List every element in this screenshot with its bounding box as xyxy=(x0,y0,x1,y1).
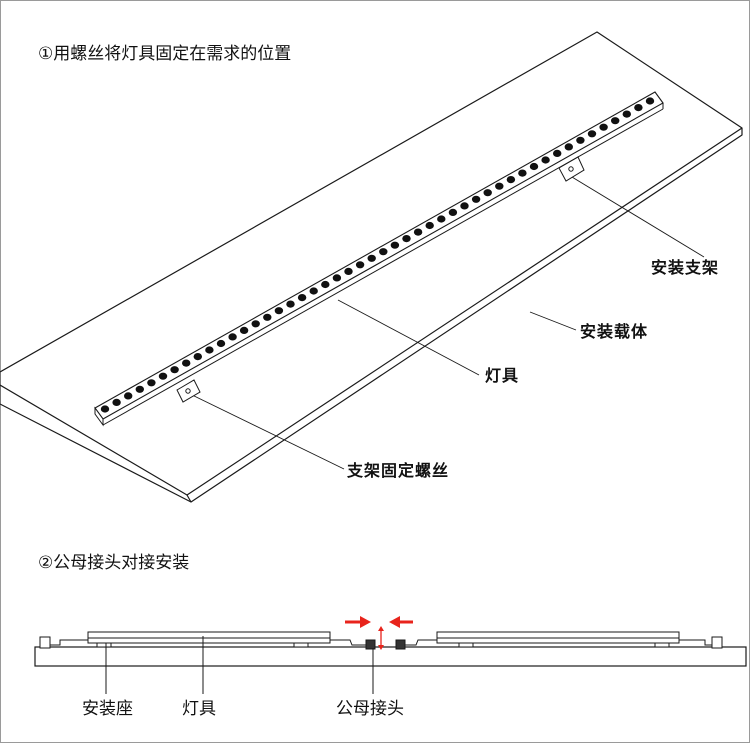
led-dot xyxy=(483,189,492,197)
side-view-base xyxy=(34,646,747,667)
led-dot xyxy=(587,130,597,138)
label-connector: 公母接头 xyxy=(336,699,404,719)
led-dot xyxy=(425,221,434,230)
led-dot xyxy=(506,176,516,184)
mounting-bracket-left xyxy=(176,379,201,403)
led-dot xyxy=(645,97,655,105)
led-dot xyxy=(274,307,284,315)
led-dot xyxy=(379,248,388,256)
board-corner-edge xyxy=(186,494,192,503)
led-dot xyxy=(448,208,458,216)
female-connector-icon xyxy=(395,639,406,650)
step1-title: ①用螺丝将灯具固定在需求的位置 xyxy=(38,44,291,64)
end-plug-left xyxy=(39,636,51,649)
led-dot xyxy=(297,294,307,302)
cable-right xyxy=(679,639,716,646)
led-dot xyxy=(599,123,608,131)
fixture-top-strip xyxy=(436,631,680,639)
side-view-fixture-right xyxy=(395,631,723,650)
label-light-fixture: 灯具 xyxy=(485,366,519,385)
mount-seat-right xyxy=(293,642,309,648)
light-bar-bottom-edge xyxy=(102,108,664,426)
led-dots xyxy=(100,97,655,413)
step1-leader-lines xyxy=(187,173,705,470)
led-dot xyxy=(355,261,365,269)
led-dot xyxy=(344,267,353,275)
mount-seat-left xyxy=(458,642,474,648)
led-dot xyxy=(100,405,110,413)
led-dot xyxy=(251,320,260,328)
label-mounting-base: 安装座 xyxy=(82,699,133,719)
led-dot xyxy=(158,372,168,380)
leader-carrier xyxy=(529,311,577,331)
led-dot xyxy=(367,254,376,262)
leader-fixture xyxy=(337,299,480,376)
led-dot xyxy=(553,149,562,157)
led-dot xyxy=(239,326,249,334)
join-arrows xyxy=(345,616,413,650)
led-dot xyxy=(541,156,550,164)
led-dot xyxy=(182,359,191,367)
led-dot xyxy=(576,136,585,144)
end-plug-right xyxy=(711,636,723,649)
led-dot xyxy=(529,162,539,171)
led-dot xyxy=(413,228,423,236)
led-dot xyxy=(112,398,121,406)
led-dot xyxy=(390,241,400,249)
led-dot xyxy=(321,280,330,289)
led-dot xyxy=(611,117,620,125)
led-dot xyxy=(332,274,342,282)
bracket-screw-icon xyxy=(185,388,191,394)
label-bracket-screw: 支架固定螺丝 xyxy=(346,461,449,480)
gap-arrow-up-icon xyxy=(378,626,384,631)
led-dot xyxy=(286,300,295,308)
male-connector-icon xyxy=(365,639,376,650)
step2-title: ②公母接头对接安装 xyxy=(38,553,189,573)
cable-to-male xyxy=(330,639,368,646)
fixture-lower-strip xyxy=(436,637,680,644)
arrow-right-icon xyxy=(360,616,371,628)
led-dot xyxy=(518,169,527,177)
mount-seat-left xyxy=(96,642,112,648)
label-light-fixture-2: 灯具 xyxy=(182,699,216,719)
led-dot xyxy=(495,182,504,190)
led-dot xyxy=(216,339,226,348)
leader-bracket xyxy=(566,173,705,258)
led-dot xyxy=(263,313,272,321)
led-dot xyxy=(634,104,643,112)
label-mounting-bracket: 安装支架 xyxy=(651,258,719,277)
led-dot xyxy=(564,143,573,151)
led-dot xyxy=(471,195,481,203)
led-dot xyxy=(193,353,202,361)
led-dot xyxy=(124,392,133,400)
leader-screw xyxy=(187,392,345,470)
fixture-top-strip xyxy=(87,631,331,639)
led-dot xyxy=(205,346,214,354)
cable-left xyxy=(44,639,88,646)
led-dot xyxy=(437,215,446,223)
led-dot xyxy=(460,202,469,210)
led-dot xyxy=(402,235,411,243)
label-mounting-carrier: 安装载体 xyxy=(580,322,648,341)
led-dot xyxy=(135,385,144,393)
led-dot xyxy=(622,110,631,118)
arrow-left-icon xyxy=(389,616,400,628)
step2-leader-lines xyxy=(105,636,374,694)
led-dot xyxy=(228,333,237,341)
led-dot xyxy=(170,366,179,374)
mount-seat-right xyxy=(654,642,670,648)
led-dot xyxy=(309,287,318,295)
bracket-screw-icon xyxy=(568,166,574,172)
gap-arrow-down-icon xyxy=(378,645,384,650)
led-dot xyxy=(147,379,156,387)
cable-to-female xyxy=(404,639,437,646)
light-bar xyxy=(94,91,664,427)
side-view-fixture-left xyxy=(39,631,376,650)
fixture-lower-strip xyxy=(87,637,331,644)
